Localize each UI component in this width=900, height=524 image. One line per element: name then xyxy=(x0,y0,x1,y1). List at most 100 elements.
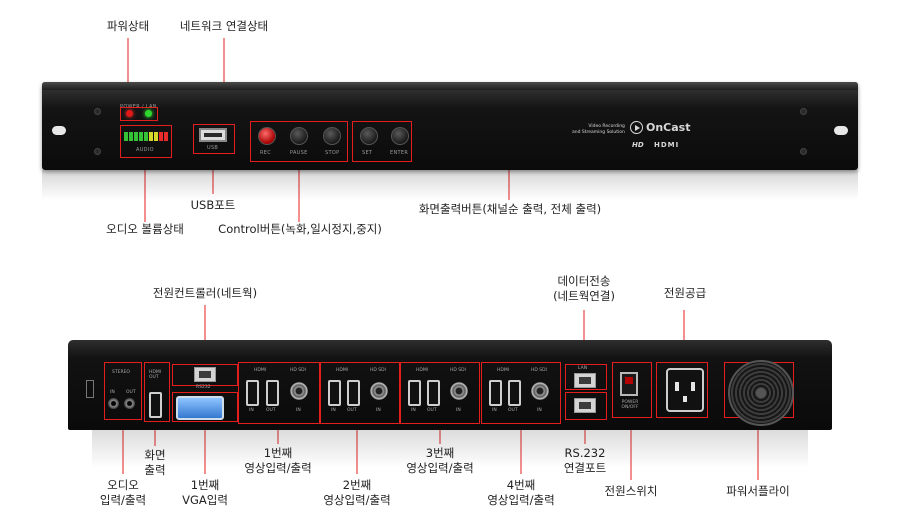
rec-button[interactable] xyxy=(258,127,276,145)
front-panel-top-lip xyxy=(42,82,858,90)
ch1-sdi-label: HD SDI xyxy=(290,368,306,373)
ch3-sdi-label: HD SDI xyxy=(450,368,466,373)
vu-segment-icon xyxy=(164,132,168,141)
power-switch-callout-box xyxy=(612,362,652,418)
oncast-logo-icon xyxy=(630,121,643,134)
callout-rs232: RS.232 연결포트 xyxy=(563,446,607,475)
front-panel-reflection xyxy=(42,170,858,200)
audio-io-callout-box xyxy=(104,362,142,420)
rear-panel-reflection xyxy=(92,430,808,468)
screen-out-callout-box xyxy=(144,362,170,422)
usb-port-icon xyxy=(199,128,227,142)
vu-segment-icon xyxy=(124,132,128,141)
display-buttons-callout-box xyxy=(352,121,412,162)
set-button[interactable] xyxy=(360,127,378,145)
ch2-sdi-in-label: IN xyxy=(376,408,381,413)
vga-callout-box xyxy=(172,392,238,422)
audio-in-label: IN xyxy=(110,390,115,395)
ch3-hdmi-out-port[interactable] xyxy=(427,380,440,406)
inlet-pin-icon xyxy=(691,382,695,391)
vu-segment-icon xyxy=(134,132,138,141)
ch3-in-label: IN xyxy=(411,408,416,413)
lan-callout-box xyxy=(565,364,607,390)
power-control-lan-port[interactable] xyxy=(194,367,216,382)
power-switch[interactable] xyxy=(620,372,638,396)
callout-vga-in: 1번째 VGA입력 xyxy=(182,478,228,507)
rec-label: REC xyxy=(260,150,272,156)
channel-4-callout-box xyxy=(481,362,561,424)
ch2-hdmi-label: HDMI xyxy=(336,368,349,373)
rack-handle-left-icon xyxy=(52,126,66,135)
brand-name: OnCast xyxy=(646,121,691,134)
rs485-callout-box xyxy=(172,364,238,386)
screw-icon xyxy=(94,108,101,115)
vu-segment-icon xyxy=(159,132,163,141)
ch4-hdmi-in-port[interactable] xyxy=(489,380,502,406)
callout-audio-io: 오디오 입력/출력 xyxy=(99,478,147,507)
data-lan-port[interactable] xyxy=(574,373,596,388)
screw-icon xyxy=(800,108,807,115)
vu-segment-icon xyxy=(149,132,153,141)
vu-segment-icon xyxy=(129,132,133,141)
hdmi-out-label: HDMI OUT xyxy=(149,370,162,380)
audio-in-jack[interactable] xyxy=(108,398,119,409)
led-callout-box xyxy=(120,107,158,121)
ch1-out-label: OUT xyxy=(266,408,276,413)
channel-2-callout-box xyxy=(320,362,400,424)
hdmi-out-port[interactable] xyxy=(149,392,162,418)
callout-usb-port: USB포트 xyxy=(190,198,236,212)
enter-label: ENTER xyxy=(390,150,409,156)
rs232-callout-box xyxy=(565,392,607,420)
ch3-sdi-in-port[interactable] xyxy=(450,382,468,400)
inlet-pin-icon xyxy=(675,382,679,391)
callout-psu-fan: 파워서플라이 xyxy=(726,484,790,498)
callout-control-buttons: Control버튼(녹화,일시정지,중지) xyxy=(218,222,382,236)
lan-led-icon xyxy=(145,110,152,117)
power-led-icon xyxy=(126,110,133,117)
ch3-hdmi-in-port[interactable] xyxy=(408,380,421,406)
callout-power-switch: 전원스위치 xyxy=(604,484,658,498)
vu-segment-icon xyxy=(139,132,143,141)
control-buttons-callout-box xyxy=(250,121,348,162)
ch1-hdmi-in-port[interactable] xyxy=(246,380,259,406)
ch4-sdi-in-port[interactable] xyxy=(531,382,549,400)
ch3-out-label: OUT xyxy=(427,408,437,413)
ch1-hdmi-out-port[interactable] xyxy=(266,380,279,406)
hdmi-logo: HDMI xyxy=(654,141,680,149)
callout-video-io-3: 3번째 영상입력/출력 xyxy=(406,446,474,475)
ch2-sdi-in-port[interactable] xyxy=(370,382,388,400)
rack-handle-right-icon xyxy=(834,126,848,135)
callout-video-io-2: 2번째 영상입력/출력 xyxy=(323,478,391,507)
ch2-hdmi-out-port[interactable] xyxy=(347,380,360,406)
stop-label: STOP xyxy=(325,150,340,156)
audio-out-jack[interactable] xyxy=(124,398,135,409)
audio-out-label: OUT xyxy=(126,390,136,395)
ch1-sdi-in-port[interactable] xyxy=(290,382,308,400)
stereo-label: STEREO xyxy=(112,370,130,375)
lan-label: LAN xyxy=(578,366,588,371)
ch3-sdi-in-label: IN xyxy=(456,408,461,413)
usb-label: USB xyxy=(207,145,219,151)
vga-in-port[interactable] xyxy=(176,396,224,420)
power-inlet-icon[interactable] xyxy=(666,368,704,412)
enter-button[interactable] xyxy=(391,127,409,145)
hd-logo: HD xyxy=(632,141,644,149)
callout-power-status: 파워상태 xyxy=(106,19,150,33)
ch1-hdmi-label: HDMI xyxy=(254,368,267,373)
rs232-port[interactable] xyxy=(574,398,596,413)
callout-screen-out: 화면 출력 xyxy=(144,448,166,477)
audio-meter-callout-box xyxy=(120,125,172,158)
pause-button[interactable] xyxy=(290,127,308,145)
callout-power-controller: 전원컨트롤러(네트웍) xyxy=(152,286,258,300)
ch4-hdmi-out-port[interactable] xyxy=(508,380,521,406)
ch2-hdmi-in-port[interactable] xyxy=(328,380,341,406)
ch4-in-label: IN xyxy=(492,408,497,413)
callout-audio-volume: 오디오 볼륨상태 xyxy=(106,222,184,236)
ground-terminal-icon xyxy=(86,380,94,398)
rs232-port-label: RS232 xyxy=(196,385,211,390)
callout-video-io-4: 4번째 영상입력/출력 xyxy=(487,478,555,507)
vu-segment-icon xyxy=(144,132,148,141)
ch4-sdi-label: HD SDI xyxy=(531,368,547,373)
ch4-out-label: OUT xyxy=(508,408,518,413)
stop-button[interactable] xyxy=(323,127,341,145)
